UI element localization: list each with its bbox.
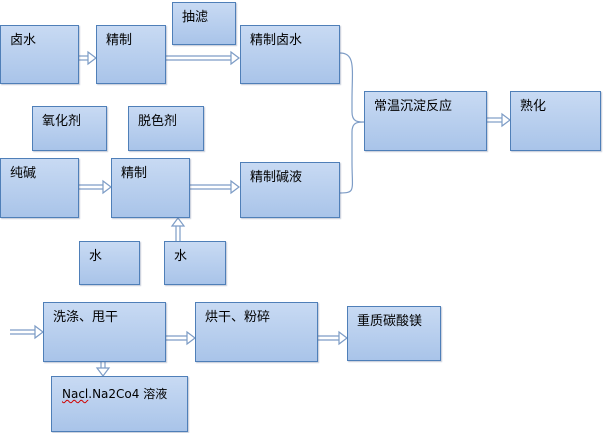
- node-dry-label: 烘干、粉碎: [205, 310, 271, 325]
- arrow-reaction-to-aging: [487, 112, 511, 128]
- node-water-right-label: 水: [174, 249, 188, 264]
- node-byproduct-label-prefix: Nacl: [62, 387, 89, 401]
- node-refined-soda: 精制碱液: [240, 162, 340, 218]
- node-aging: 熟化: [510, 91, 601, 151]
- arrow-into-wash: [10, 324, 44, 340]
- node-oxidizer-label: 氧化剂: [42, 114, 82, 129]
- node-decolorant: 脱色剂: [128, 106, 204, 151]
- arrow-wash-to-dry: [166, 330, 196, 346]
- arrow-refine-to-refined-brine: [166, 50, 240, 66]
- node-refined-soda-label: 精制碱液: [250, 170, 303, 185]
- node-refine-top-label: 精制: [106, 33, 133, 48]
- arrow-water-to-refine: [170, 217, 186, 241]
- node-byproduct: Nacl.Na2Co4 溶液: [51, 376, 188, 432]
- node-filter-label: 抽滤: [182, 10, 209, 25]
- node-product-label: 重质碳酸镁: [357, 314, 423, 329]
- node-oxidizer: 氧化剂: [32, 106, 107, 151]
- node-water-left-label: 水: [89, 249, 103, 264]
- node-refine-top: 精制: [96, 25, 166, 84]
- node-water-left: 水: [79, 241, 140, 285]
- node-reaction: 常温沉淀反应: [364, 91, 487, 151]
- node-soda-ash: 纯碱: [0, 158, 79, 218]
- node-filter: 抽滤: [172, 2, 236, 45]
- node-brine: 卤水: [0, 25, 79, 84]
- node-wash: 洗涤、甩干: [43, 302, 166, 362]
- node-wash-label: 洗涤、甩干: [53, 310, 119, 325]
- merge-brace: [339, 52, 365, 194]
- node-refined-brine: 精制卤水: [240, 25, 340, 84]
- node-reaction-label: 常温沉淀反应: [374, 99, 453, 114]
- node-soda-ash-label: 纯碱: [10, 166, 37, 181]
- arrow-soda-to-refine: [79, 179, 112, 195]
- arrow-dry-to-product: [318, 330, 348, 346]
- node-brine-label: 卤水: [10, 33, 37, 48]
- node-decolorant-label: 脱色剂: [138, 114, 178, 129]
- node-water-right: 水: [164, 241, 226, 285]
- node-product: 重质碳酸镁: [347, 306, 441, 361]
- node-byproduct-label-suffix: .Na2Co4 溶液: [88, 387, 168, 401]
- node-aging-label: 熟化: [520, 99, 547, 114]
- node-refine-mid: 精制: [111, 158, 190, 218]
- node-dry: 烘干、粉碎: [195, 302, 318, 362]
- node-refine-mid-label: 精制: [121, 166, 148, 181]
- arrow-wash-to-byproduct: [95, 362, 111, 377]
- arrow-refine-to-refined-soda: [190, 179, 240, 195]
- node-byproduct-label: Nacl.Na2Co4 溶液: [62, 386, 167, 402]
- node-refined-brine-label: 精制卤水: [250, 33, 303, 48]
- arrow-brine-to-refine: [79, 50, 97, 66]
